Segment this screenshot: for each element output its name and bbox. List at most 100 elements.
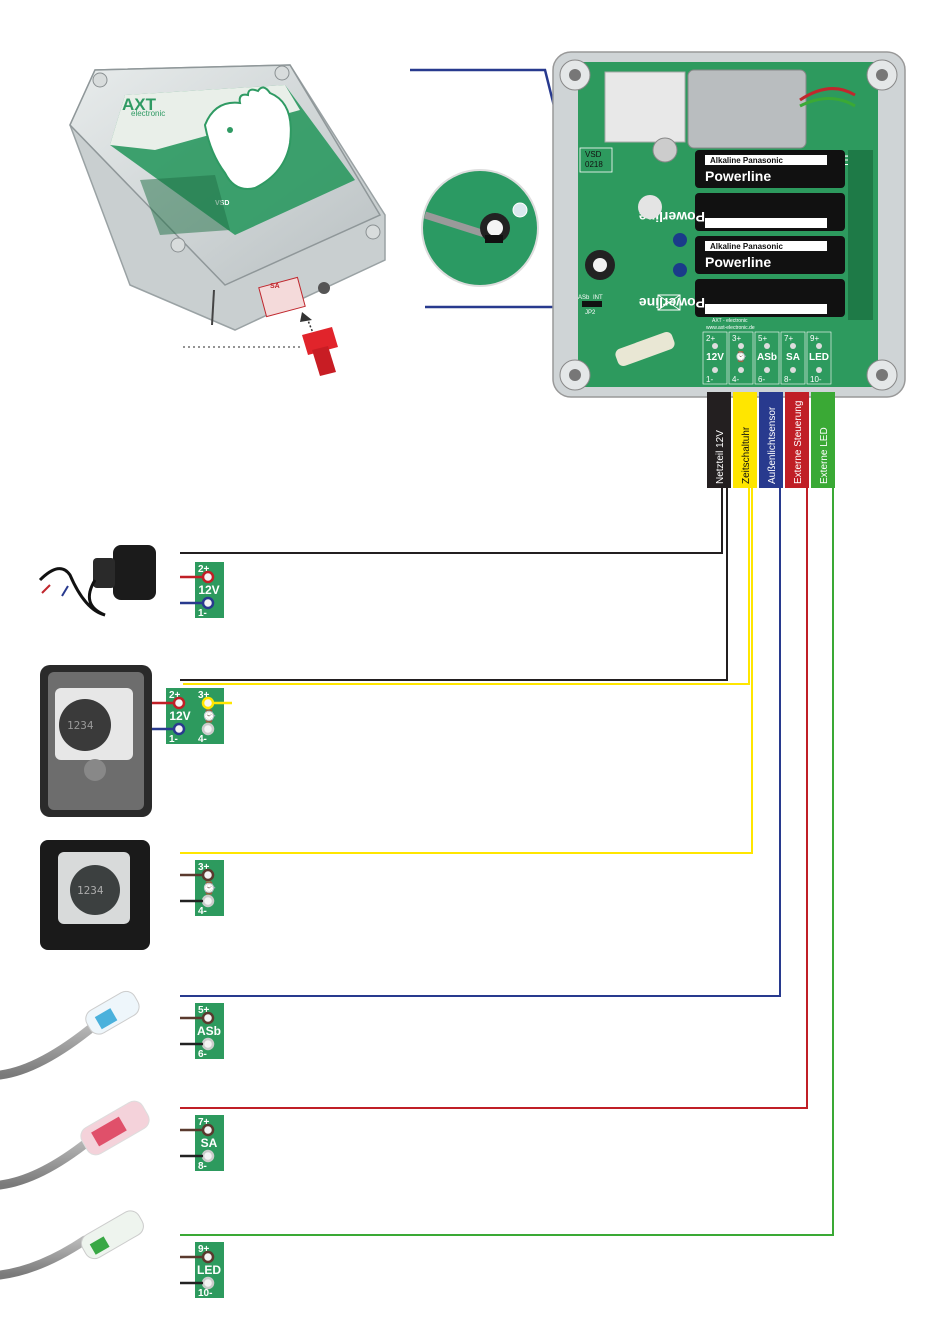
batteries: Alkaline Panasonic Alkaline Panasonic Po… [639,150,845,317]
connector-bottom: 10- [198,1288,212,1299]
terminal-screw [790,343,796,349]
brand-sub: electronic [131,109,165,118]
terminal-bottom: 10- [810,375,822,384]
terminal-screw [816,343,822,349]
battery-name-3: Powerline [705,254,771,270]
connector-screw-top [201,570,215,584]
terminal-bottom: 8- [784,375,791,384]
connector-screw-bottom [201,1037,215,1051]
connector-screw-top [201,1123,215,1137]
power-supply-adapter [38,545,156,617]
wire-strip-1: Zeitschaltuhr [733,392,757,488]
connector-screw-top [201,1011,215,1025]
terminal-screw [738,343,744,349]
wire-strip-label: Außenlichtsensor [767,406,778,484]
external-led-plug [0,1210,144,1280]
wire-strip-bg [785,392,809,488]
battery-brand-3: Alkaline Panasonic [710,242,783,251]
wire-strip-2: Außenlichtsensor [759,392,783,488]
terminal-sa-label: SA [270,283,280,290]
terminal-bottom: 1- [706,375,713,384]
potentiometer-zoom [421,169,539,287]
sa-connector: 7+SA8- [180,1115,224,1172]
terminal-screw [764,367,770,373]
terminal-bottom: 6- [758,375,765,384]
battery-brand-1: Alkaline Panasonic [710,156,783,165]
timer-display-1: 1234 [67,719,94,732]
wire-label-strips: Netzteil 12V Zeitschaltuhr Außenlichtsenso… [707,392,835,488]
wire-strip-0: Netzteil 12V [707,392,731,488]
connector-top: 9+ [198,1244,210,1255]
wire-strip-label: Externe LED [819,427,830,484]
board-terminal-2: 5+ ASb 6- [754,331,780,385]
pcb-board: VSD 0218 CE Alkaline Panasonic Alkaline … [552,51,906,398]
terminal-screw [764,343,770,349]
brand-logo: AXT [122,95,157,114]
connector-name: 12V [198,583,219,597]
connector-top: 5+ [198,1005,210,1016]
connector-bottom: 1- [198,608,207,619]
connector-name: ⌚ [202,881,217,895]
outdoor-light-sensor [0,990,140,1080]
wire-strip-bg [733,392,757,488]
connector-bottom: 6- [198,1049,207,1060]
terminal-name: 12V [706,352,724,363]
wire-strip-label: Netzteil 12V [715,430,726,484]
connector-bottom: 4- [198,734,207,745]
connector-top: 2+ [198,564,210,575]
connector-bottom: 1- [169,734,178,745]
connector-bottom: 8- [198,1161,207,1172]
jumper-jp2: JP2 [585,310,596,316]
terminal-screw [738,367,744,373]
terminal-top: 2+ [706,334,715,343]
board-terminal-0: 2+ 12V 1- [702,331,728,385]
timer-signal-connector: 3+ ⌚ 4- [195,688,232,745]
connector-name: ⌚ [202,709,217,723]
timer-box-12v: 1234 [40,665,152,817]
wire-routes [180,487,834,1236]
connector-screw-top [201,696,215,710]
connector-screw-bottom [172,722,186,736]
terminal-bottom: 4- [732,375,739,384]
connector-top: 3+ [198,690,210,701]
jumper-int: INT [593,295,603,301]
timer-display-2: 1234 [77,884,104,897]
terminal-screw [816,367,822,373]
timer2-connector: 3+ ⌚ 4- [180,860,224,917]
connector-bottom: 4- [198,906,207,917]
wire-strip-4: Externe LED [811,392,835,488]
board-terminal-1: 3+⌚4- [728,331,754,385]
wire-strip-bg [811,392,835,488]
terminal-name: LED [809,352,829,363]
device-housing: AXT electronic VSD SA [69,64,386,331]
terminal-screw [790,367,796,373]
connector-name: ASb [197,1024,221,1038]
terminal-top: 5+ [758,334,767,343]
wire-strip-bg [707,392,731,488]
board-model-number: 0218 [585,160,603,169]
terminal-top: 7+ [784,334,793,343]
terminal-name: ASb [757,352,777,363]
connector-screw-top [201,1250,215,1264]
connector-screw-bottom [201,1276,215,1290]
red-plug [183,312,338,376]
chicken-icon [203,86,292,190]
external-control-plug [0,1100,150,1190]
battery-name-4: Powerline [639,295,705,311]
wire-strip-bg [759,392,783,488]
connector-top: 3+ [198,862,210,873]
connector-screw-bottom [201,894,215,908]
asb-connector: 5+ ASb 6- [180,1003,224,1060]
connector-top: 7+ [198,1117,210,1128]
power-connector: 2+ 12V 1- [180,562,224,619]
wire-strip-label: Externe Steuerung [793,401,804,484]
battery-name-1: Powerline [705,168,771,184]
connector-screw-top [201,868,215,882]
connector-screw-top [172,696,186,710]
connector-top: 2+ [169,690,181,701]
terminal-screw [712,367,718,373]
